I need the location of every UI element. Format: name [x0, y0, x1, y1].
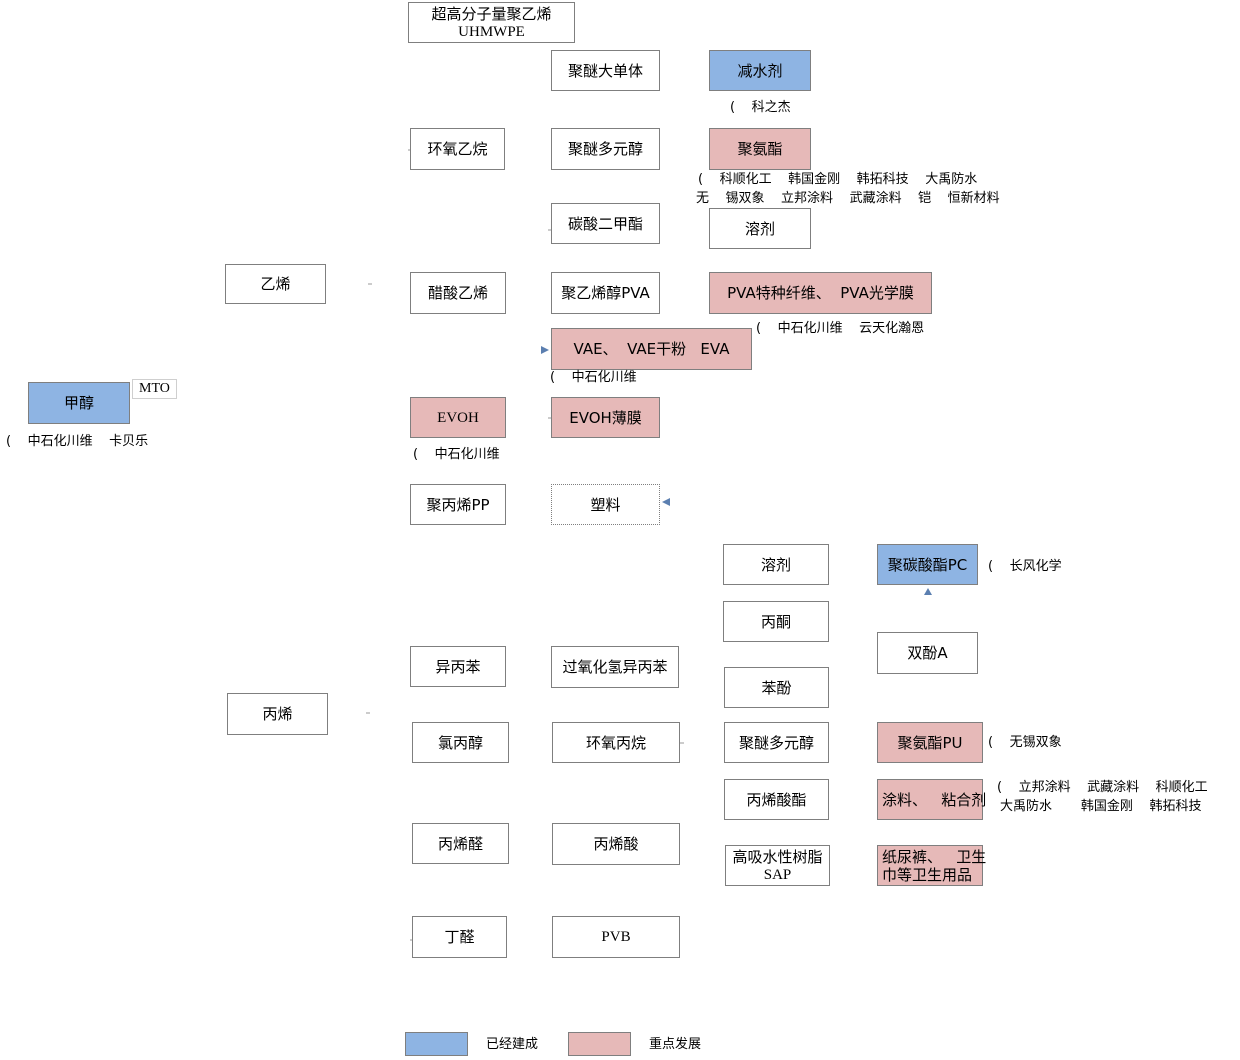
- ethylene-node: 乙烯: [225, 264, 326, 304]
- propylene-node: 丙烯: [227, 693, 328, 735]
- hygiene-label-line1: 纸尿裤、 卫生: [882, 847, 987, 866]
- coatings-node: 涂料、 粘合剂: [877, 779, 987, 820]
- acetone-node: 丙酮: [723, 601, 829, 642]
- pp-node: 聚丙烯PP: [410, 484, 506, 525]
- vae-producers: ( 中石化川维: [550, 370, 637, 385]
- pvb-label: PVB: [601, 929, 631, 945]
- uhmwpe-node: 超高分子量聚乙烯 UHMWPE: [408, 2, 575, 43]
- solvent-top-node: 溶剂: [709, 208, 811, 249]
- vae-products-label: VAE、 VAE干粉 EVA: [573, 340, 730, 358]
- polyether-polyol-label: 聚醚多元醇: [567, 140, 643, 158]
- pva-label: 聚乙烯醇PVA: [561, 284, 650, 302]
- acrolein-label: 丙烯醛: [437, 834, 483, 853]
- polyurethane-node: 聚氨酯: [709, 128, 811, 170]
- butyraldehyde-label: 丁醛: [444, 928, 475, 946]
- phenol-label: 苯酚: [761, 678, 792, 697]
- polyether-polyol-2-label: 聚醚多元醇: [738, 733, 814, 752]
- methanol-node: 甲醇: [28, 382, 130, 424]
- polyether-polyol-node: 聚醚多元醇: [551, 128, 660, 170]
- water-reducer-node: 减水剂: [709, 50, 811, 91]
- solvent-top-label: 溶剂: [744, 219, 775, 238]
- epichlorohydrin-node: 氯丙醇: [412, 722, 509, 763]
- bisphenol-a-node: 双酚A: [877, 632, 978, 674]
- acetone-label: 丙酮: [760, 612, 791, 631]
- bisphenol-a-label: 双酚A: [907, 644, 948, 662]
- methanol-producers: ( 中石化川维 卡贝乐: [6, 434, 149, 449]
- butyraldehyde-node: 丁醛: [412, 916, 507, 958]
- acrolein-node: 丙烯醛: [412, 823, 509, 864]
- polyether-monomer-node: 聚醚大单体: [551, 50, 660, 91]
- vinyl-acetate-node: 醋酸乙烯: [410, 272, 506, 314]
- uhmwpe-label-cn: 超高分子量聚乙烯: [431, 4, 552, 23]
- ethylene-oxide-label: 环氧乙烷: [427, 140, 488, 158]
- acrylate-label: 丙烯酸酯: [746, 790, 807, 809]
- methanol-label: 甲醇: [63, 394, 94, 412]
- solvent-bottom-label: 溶剂: [760, 555, 791, 574]
- pu-producers: ( 无锡双象: [988, 735, 1062, 750]
- cumene-label: 异丙苯: [435, 657, 481, 676]
- hygiene-label-line2: 巾等卫生用品: [882, 865, 973, 884]
- dmc-node: 碳酸二甲酯: [551, 203, 660, 244]
- propylene-label: 丙烯: [262, 705, 293, 723]
- legend-key-swatch: [568, 1032, 631, 1056]
- phenol-node: 苯酚: [724, 667, 829, 708]
- sap-label-en: SAP: [763, 866, 792, 883]
- pc-label: 聚碳酸酯PC: [887, 555, 968, 574]
- dmc-label: 碳酸二甲酯: [567, 214, 643, 233]
- arrow-to-vae: [541, 346, 549, 354]
- coatings-label: 涂料、 粘合剂: [882, 790, 987, 809]
- vae-products-node: VAE、 VAE干粉 EVA: [551, 328, 752, 370]
- pc-producers: ( 长风化学: [988, 559, 1062, 574]
- evoh-node: EVOH: [410, 397, 506, 438]
- pva-products-label: PVA特种纤维、 PVA光学膜: [727, 284, 914, 302]
- polyether-monomer-label: 聚醚大单体: [567, 61, 643, 80]
- arrow-to-plastic: [662, 498, 670, 506]
- evoh-film-label: EVOH薄膜: [569, 408, 642, 427]
- pc-node: 聚碳酸酯PC: [877, 544, 978, 585]
- plastic-node: 塑料: [551, 484, 660, 525]
- epichlorohydrin-label: 氯丙醇: [437, 733, 483, 752]
- cumene-node: 异丙苯: [410, 646, 506, 687]
- polyurethane-producers-line2: 无 锡双象 立邦涂料 武藏涂料 铠 恒新材料: [696, 191, 1000, 206]
- polyurethane-producers-line1: ( 科顺化工 韩国金刚 韩拓科技 大禹防水: [698, 172, 978, 187]
- chp-label: 过氧化氢异丙苯: [562, 658, 668, 676]
- sap-node: 高吸水性树脂 SAP: [725, 845, 830, 886]
- pva-producers: ( 中石化川维 云天化瀚恩: [756, 321, 925, 336]
- polyurethane-label: 聚氨酯: [737, 140, 783, 158]
- pva-products-node: PVA特种纤维、 PVA光学膜: [709, 272, 932, 314]
- water-reducer-producers: ( 科之杰: [730, 100, 791, 115]
- mto-label: MTO: [132, 379, 177, 399]
- plastic-label: 塑料: [590, 495, 621, 514]
- vinyl-acetate-label: 醋酸乙烯: [427, 284, 488, 302]
- evoh-film-node: EVOH薄膜: [551, 397, 660, 438]
- water-reducer-label: 减水剂: [737, 61, 783, 80]
- pva-node: 聚乙烯醇PVA: [551, 272, 660, 314]
- solvent-bottom-node: 溶剂: [723, 544, 829, 585]
- uhmwpe-label-en: UHMWPE: [458, 23, 525, 40]
- acrylic-acid-label: 丙烯酸: [593, 835, 639, 853]
- evoh-producers: ( 中石化川维: [413, 447, 500, 462]
- propylene-oxide-node: 环氧丙烷: [552, 722, 680, 763]
- chp-node: 过氧化氢异丙苯: [551, 646, 679, 688]
- pvb-node: PVB: [552, 916, 680, 958]
- legend-built-swatch: [405, 1032, 468, 1056]
- pu-label: 聚氨酯PU: [897, 733, 963, 752]
- legend-built-label: 已经建成: [486, 1037, 539, 1052]
- legend-key-label: 重点发展: [649, 1037, 702, 1052]
- arrow-to-pc: [924, 588, 932, 595]
- coatings-producers-line2: 大禹防水 韩国金刚 韩拓科技: [1000, 799, 1202, 814]
- polyether-polyol-2-node: 聚醚多元醇: [724, 722, 829, 763]
- pp-label: 聚丙烯PP: [426, 495, 490, 514]
- evoh-label: EVOH: [437, 409, 479, 426]
- propylene-oxide-label: 环氧丙烷: [585, 733, 646, 752]
- acrylic-acid-node: 丙烯酸: [552, 823, 680, 865]
- pu-node: 聚氨酯PU: [877, 722, 983, 763]
- sap-label-cn: 高吸水性树脂: [732, 847, 823, 866]
- hygiene-node: 纸尿裤、 卫生 巾等卫生用品: [877, 845, 987, 886]
- ethylene-label: 乙烯: [260, 275, 291, 293]
- acrylate-node: 丙烯酸酯: [724, 779, 829, 820]
- coatings-producers-line1: ( 立邦涂料 武藏涂料 科顺化工: [997, 780, 1208, 795]
- ethylene-oxide-node: 环氧乙烷: [410, 128, 505, 170]
